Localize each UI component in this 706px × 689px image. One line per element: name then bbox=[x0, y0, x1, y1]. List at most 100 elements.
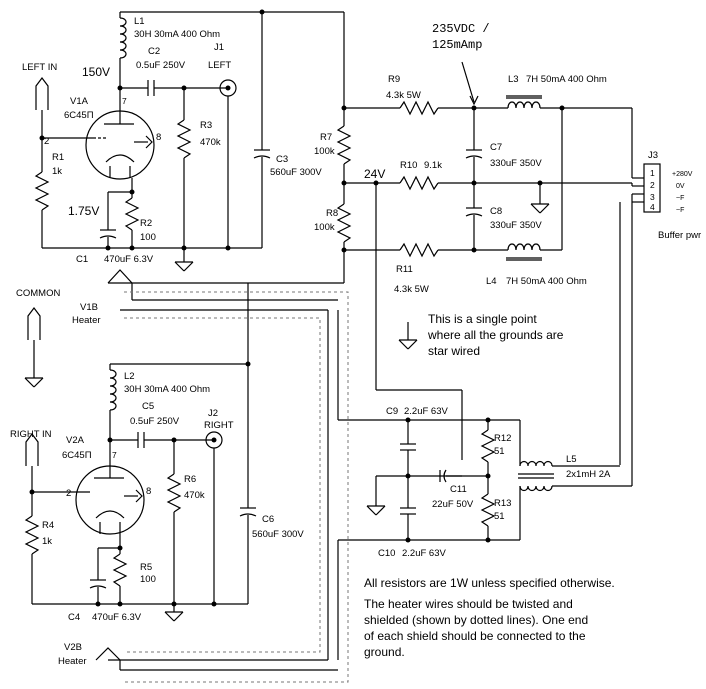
r11-value: 4.3k 5W bbox=[394, 284, 429, 295]
r5-label: R5 bbox=[140, 562, 152, 573]
r1-resistor bbox=[34, 171, 50, 211]
note-heater-3: of each shield should be connected to th… bbox=[364, 629, 586, 643]
j3-sig-2: 0V bbox=[676, 183, 685, 190]
v1a-pin-cathode: 8 bbox=[156, 132, 161, 143]
r3-resistor bbox=[176, 119, 192, 159]
r9-label: R9 bbox=[388, 74, 400, 85]
l4-choke bbox=[507, 243, 541, 251]
l4-label: L4 bbox=[486, 276, 497, 287]
c9-label: C9 bbox=[386, 406, 398, 417]
c4-value: 470uF 6.3V bbox=[92, 612, 142, 623]
v2a-pin-cathode: 8 bbox=[146, 486, 151, 497]
cathode-voltage: 1.75V bbox=[68, 204, 99, 218]
c2-value: 0.5uF 250V bbox=[136, 60, 186, 71]
c10-label: C10 bbox=[378, 548, 395, 559]
left-in-arrow bbox=[35, 77, 49, 110]
r1-label: R1 bbox=[52, 152, 64, 163]
v2a-type: 6C45П bbox=[62, 450, 92, 461]
note-heater-4: ground. bbox=[364, 645, 405, 659]
l1-choke bbox=[119, 17, 127, 59]
c1-value: 470uF 6.3V bbox=[104, 254, 154, 265]
r7-resistor bbox=[336, 125, 352, 165]
l2-value: 30H 30mA 400 Ohm bbox=[124, 384, 210, 395]
r11-resistor bbox=[399, 242, 439, 258]
right-channel bbox=[24, 283, 257, 622]
c11-label: C11 bbox=[450, 484, 467, 495]
r10-value: 9.1k bbox=[424, 160, 442, 171]
r8-label: R8 bbox=[326, 208, 338, 219]
single-point-note-3: star wired bbox=[428, 344, 480, 358]
r8-value: 100k bbox=[314, 222, 335, 233]
supply-voltage: 235VDC / bbox=[432, 22, 490, 36]
heater-wiring bbox=[95, 269, 349, 683]
c4-label: C4 bbox=[68, 612, 80, 623]
bias-voltage: 24V bbox=[364, 167, 385, 181]
r3-value: 470k bbox=[200, 137, 221, 148]
r6-value: 470k bbox=[184, 490, 205, 501]
common-label: COMMON bbox=[16, 288, 60, 299]
v2a-pin-plate: 7 bbox=[112, 450, 117, 460]
v2b-label: V2B bbox=[64, 642, 82, 653]
r4-label: R4 bbox=[42, 520, 54, 531]
v1a-type: 6C45П bbox=[64, 110, 94, 121]
r2-resistor bbox=[124, 197, 140, 231]
c9-value: 2.2uF 63V bbox=[404, 406, 448, 417]
supply-current: 125mAmp bbox=[432, 38, 482, 52]
c2-label: C2 bbox=[148, 46, 160, 57]
j3-label: J3 bbox=[648, 150, 658, 161]
note-heater-2: shielded (shown by dotted lines). One en… bbox=[364, 613, 588, 627]
r5-resistor bbox=[112, 553, 128, 587]
c5-label: C5 bbox=[142, 401, 154, 412]
v2a-label: V2A bbox=[66, 435, 85, 446]
r4-value: 1k bbox=[42, 536, 52, 547]
j3-connector bbox=[643, 163, 661, 213]
r12-value: 51 bbox=[494, 446, 505, 457]
c6-value: 560uF 300V bbox=[252, 529, 304, 540]
c1-label: C1 bbox=[76, 254, 88, 265]
note-resistors: All resistors are 1W unless specified ot… bbox=[364, 576, 615, 590]
v2a-pin-grid: 2 bbox=[66, 488, 71, 499]
r10-resistor bbox=[399, 175, 439, 191]
c7-label: C7 bbox=[490, 142, 502, 153]
r13-resistor bbox=[480, 493, 496, 527]
right-in-label: RIGHT IN bbox=[10, 429, 52, 440]
r6-label: R6 bbox=[184, 474, 196, 485]
j1-name: LEFT bbox=[208, 60, 231, 71]
plate-voltage: 150V bbox=[82, 65, 110, 79]
l5-value: 2x1mH 2A bbox=[566, 469, 611, 480]
c8-label: C8 bbox=[490, 206, 502, 217]
l3-choke bbox=[507, 101, 541, 109]
l1-value: 30H 30mA 400 Ohm bbox=[134, 29, 220, 40]
l2-choke bbox=[109, 369, 117, 411]
j2-name: RIGHT bbox=[204, 420, 234, 431]
l3-label: L3 bbox=[508, 74, 519, 85]
r5-value: 100 bbox=[140, 574, 156, 585]
single-point-note-1: This is a single point bbox=[428, 312, 537, 326]
note-heater-1: The heater wires should be twisted and bbox=[364, 597, 573, 611]
v1b-label: V1B bbox=[80, 302, 98, 313]
r10-label: R10 bbox=[400, 160, 417, 171]
j2-label: J2 bbox=[208, 408, 218, 419]
r7-label: R7 bbox=[320, 132, 332, 143]
l2-label: L2 bbox=[124, 371, 135, 382]
r6-resistor bbox=[166, 473, 182, 513]
v1a-pin-plate: 7 bbox=[122, 96, 127, 106]
l4-value: 7H 50mA 400 Ohm bbox=[506, 276, 587, 287]
j3-sig-3: ~F bbox=[676, 195, 684, 202]
r11-label: R11 bbox=[396, 264, 413, 275]
v1a-pin-grid: 2 bbox=[44, 136, 49, 147]
r2-label: R2 bbox=[140, 218, 152, 229]
left-channel bbox=[34, 9, 344, 272]
r9-value: 4.3k 5W bbox=[386, 90, 421, 101]
r12-label: R12 bbox=[494, 433, 511, 444]
power-supply bbox=[108, 12, 661, 465]
c6-label: C6 bbox=[262, 514, 274, 525]
j3-pin-2: 2 bbox=[650, 180, 655, 190]
r13-label: R13 bbox=[494, 498, 511, 509]
j3-sig-1: +280V bbox=[672, 171, 693, 178]
r8-resistor bbox=[336, 203, 352, 243]
r9-resistor bbox=[399, 100, 439, 116]
r13-value: 51 bbox=[494, 511, 505, 522]
r7-value: 100k bbox=[314, 146, 335, 157]
